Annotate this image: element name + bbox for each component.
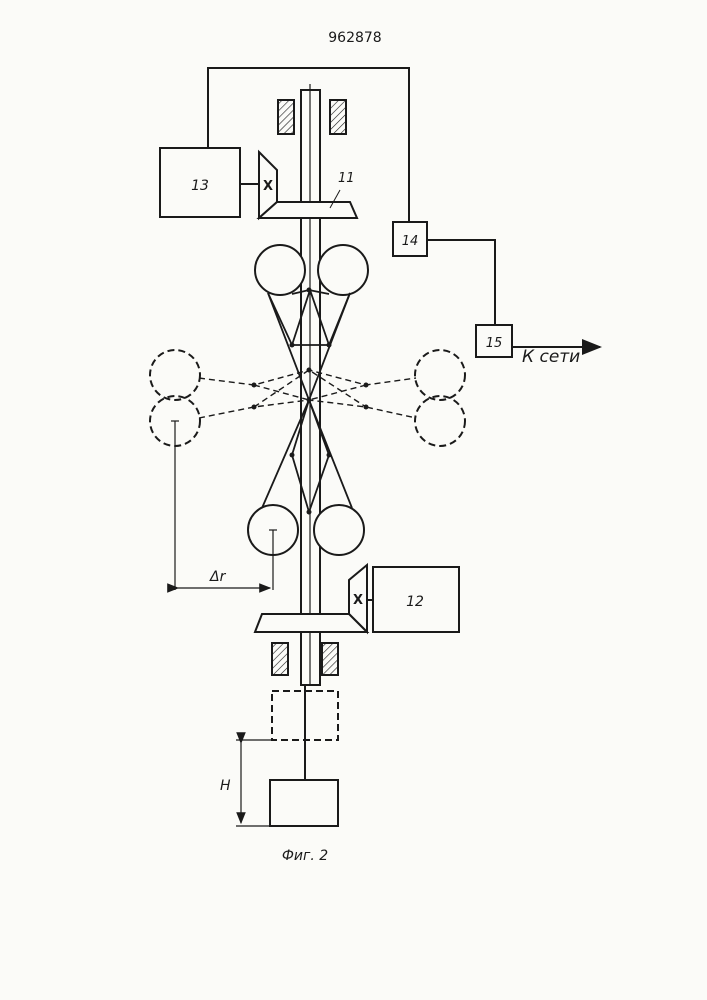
- roll-bottom-right: [314, 505, 364, 555]
- block-13-label: 13: [191, 178, 209, 194]
- guide-top-right: [330, 100, 346, 134]
- wire-14-to-15: [427, 240, 495, 325]
- roll-top-right: [318, 245, 368, 295]
- guide-bottom-left: [272, 643, 288, 675]
- block-15-label: 15: [486, 336, 503, 351]
- guide-bottom-right: [322, 643, 338, 675]
- h-dimension: [236, 740, 272, 826]
- roll-top-left: [255, 245, 305, 295]
- bevel-gear-bottom: [255, 614, 367, 632]
- block-12-label: 12: [406, 594, 424, 610]
- delta-r-label: Δr: [209, 569, 227, 585]
- gear-11-label: 11: [338, 171, 355, 186]
- figure-caption: Фиг. 2: [282, 848, 328, 864]
- patent-number: 962878: [328, 30, 381, 46]
- clutch-bottom-label: X: [353, 593, 363, 608]
- h-label: H: [220, 778, 231, 794]
- delta-r-dimension: [171, 421, 277, 590]
- load: [270, 780, 338, 826]
- block-14-label: 14: [402, 234, 419, 249]
- clutch-top-label: X: [263, 179, 273, 194]
- guide-top-left: [278, 100, 294, 134]
- output-label: К сети: [522, 347, 580, 367]
- bevel-gear-11: [259, 202, 357, 218]
